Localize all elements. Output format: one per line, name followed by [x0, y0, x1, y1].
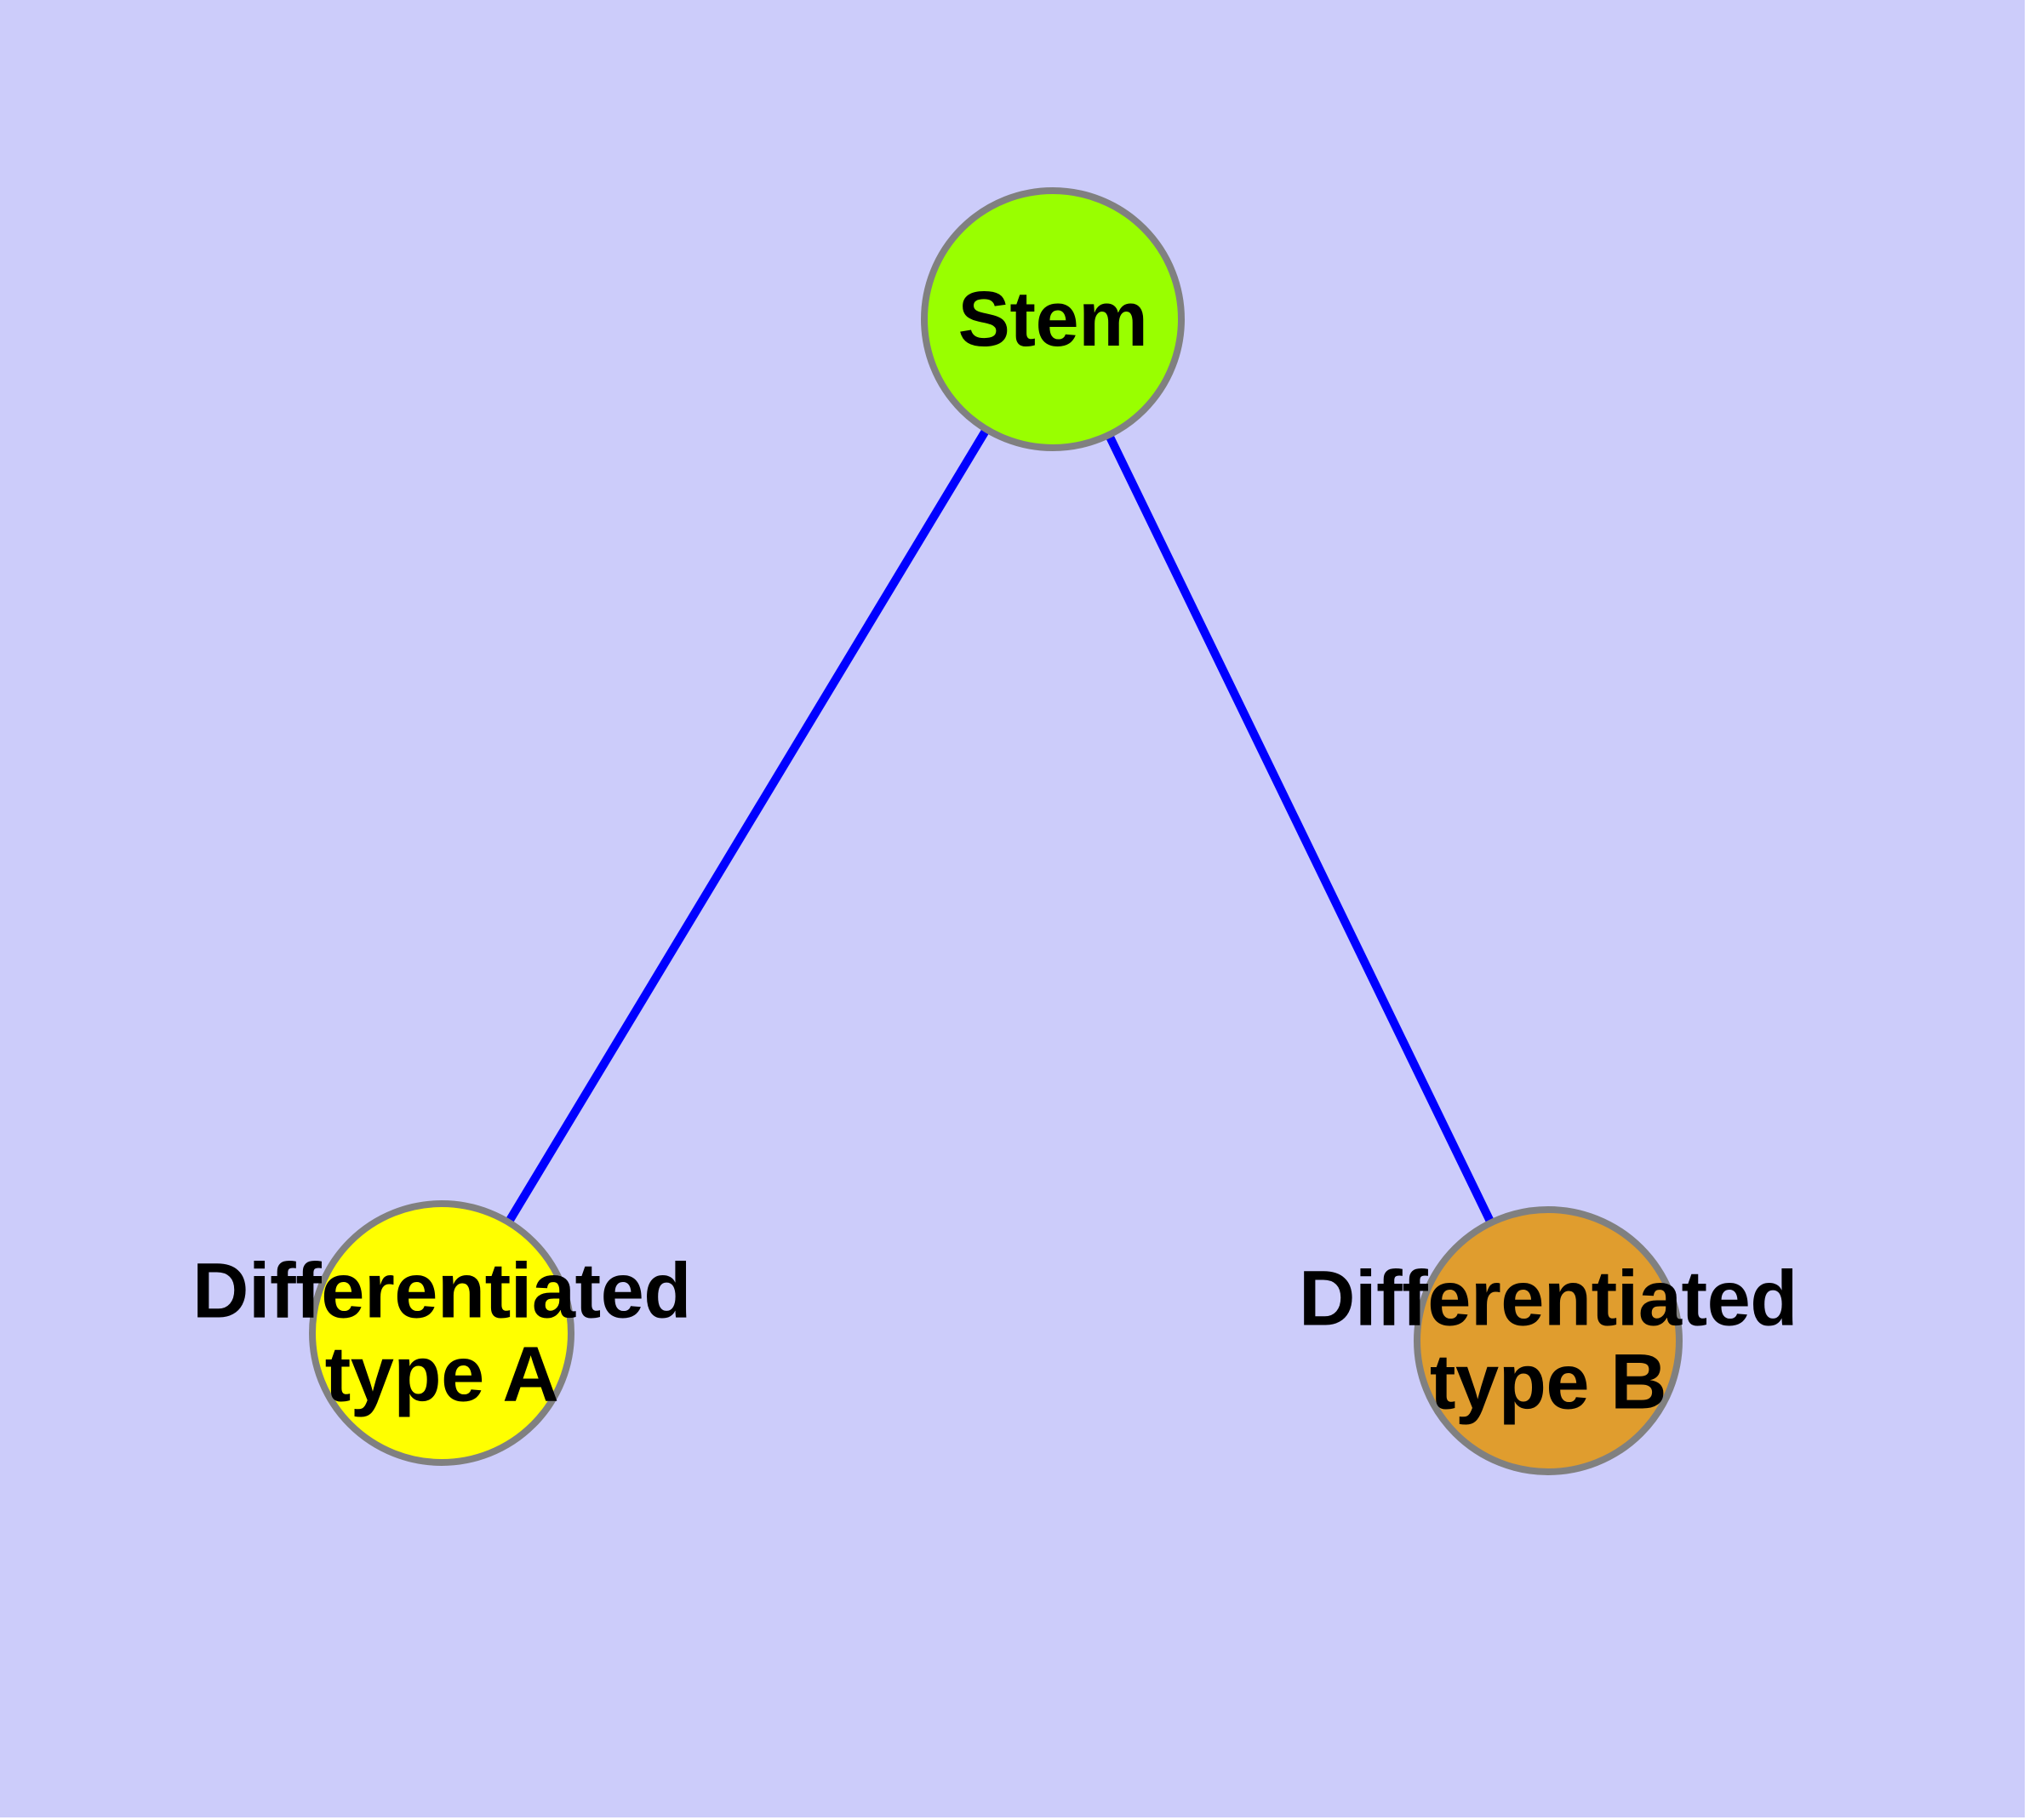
- graph-edge-stem-diff_b: [1049, 317, 1552, 1343]
- graph-node-stem[interactable]: [921, 187, 1185, 451]
- graph-edge-stem-diff_a: [437, 317, 1057, 1336]
- node-layer: [309, 187, 1683, 1475]
- graph-node-diff_a[interactable]: [309, 1200, 574, 1466]
- graph-node-diff_b[interactable]: [1414, 1206, 1683, 1475]
- edge-layer: [437, 317, 1552, 1343]
